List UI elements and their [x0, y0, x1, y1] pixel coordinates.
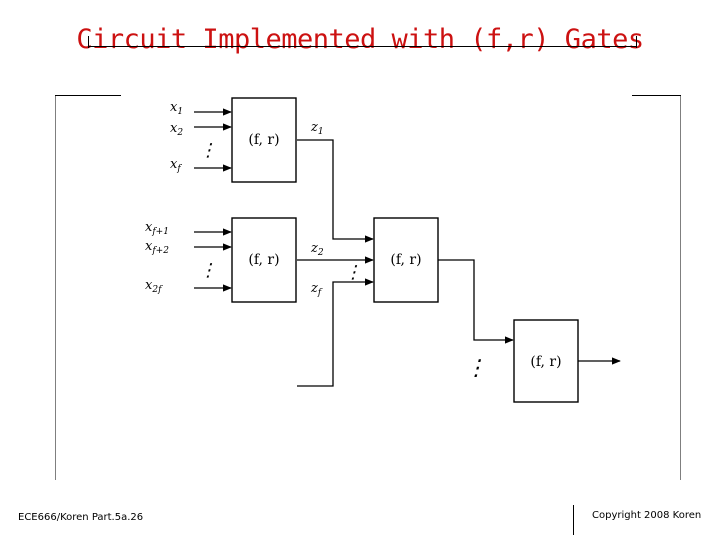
title-underline-right-tick [636, 36, 637, 48]
input-label-xf2: xf+2 [145, 239, 169, 256]
gate-1-label: (f, r) [248, 132, 279, 148]
output-label-z1: z1 [310, 120, 324, 137]
output-label-zf: zf [310, 281, 323, 298]
gate-2-label: (f, r) [248, 252, 279, 268]
input-label-x2: x2 [170, 121, 183, 138]
footer-right-divider [573, 505, 574, 535]
wire-z1 [297, 139, 374, 243]
input-label: x1 [170, 100, 183, 117]
gate-4-label: (f, r) [530, 354, 561, 370]
wire-gate3-to-gate4 [438, 259, 514, 344]
ellipsis-icon: ⋮ [199, 140, 217, 161]
input-label-xf: xf [170, 157, 182, 174]
input-label-xf1: xf+1 [145, 220, 169, 237]
ellipsis-icon: ⋮ [465, 356, 487, 381]
footer-copyright: Copyright 2008 Koren [592, 510, 702, 521]
title-underline-left-tick [88, 36, 89, 48]
gate-3-label: (f, r) [390, 252, 421, 268]
frame-right-top [632, 95, 681, 96]
gate-2 [231, 217, 297, 303]
input-label-x2f: x2f [145, 278, 163, 295]
frame-left-top [55, 95, 121, 96]
gate-1 [231, 97, 297, 183]
ellipsis-icon: ⋮ [344, 262, 362, 283]
slide-title: Circuit Implemented with (f,r) Gates [76, 24, 644, 55]
frame-right-vertical [680, 95, 681, 480]
frame-left-vertical [55, 95, 56, 480]
wire-zf [297, 278, 374, 387]
output-label-z2: z2 [310, 241, 324, 258]
title-underline [88, 46, 636, 47]
ellipsis-icon: ⋮ [199, 260, 217, 281]
footer-course-label: ECE666/Koren Part.5a.26 [18, 512, 144, 523]
